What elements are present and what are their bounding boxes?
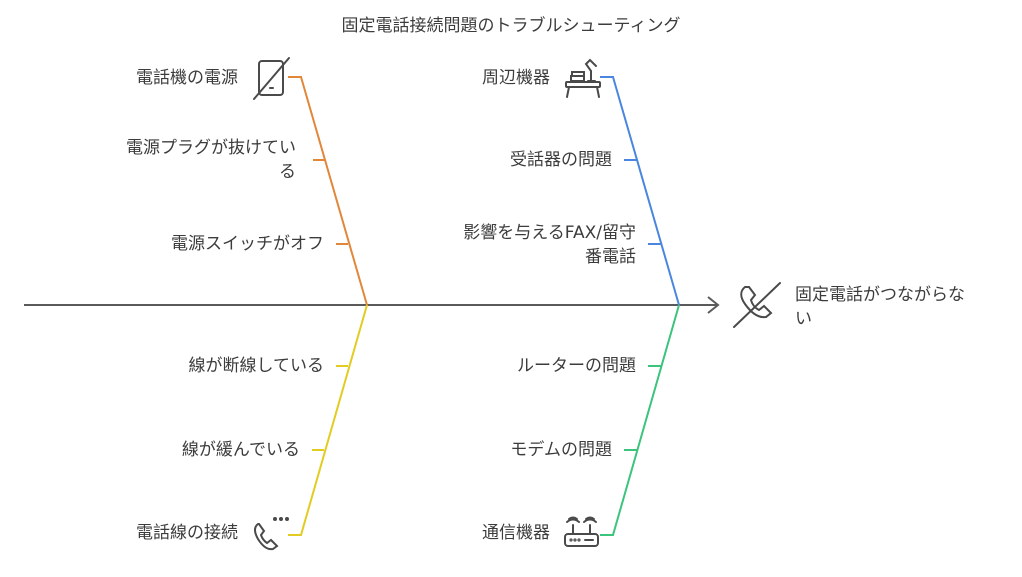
dots-icon (273, 517, 289, 521)
phone-power-off-icon (253, 57, 290, 100)
bone-peripheral (600, 76, 680, 306)
cause-power-switch: 電源スイッチがオフ (171, 234, 324, 254)
diagram-title: 固定電話接続問題のトラブルシューティング (341, 16, 681, 36)
bone-line (288, 304, 368, 536)
cause-modem: モデムの問題 (510, 440, 612, 460)
cause-fax-answering: 影響を与えるFAX/留守 番電話 (463, 223, 636, 267)
phone-call-icon (254, 523, 279, 551)
bone-network (600, 304, 680, 536)
effect-label: 固定電話がつながらな い (795, 285, 965, 329)
phone-off-icon (733, 282, 781, 328)
bone-power (288, 76, 368, 306)
cause-line-loose: 線が緩んでいる (181, 440, 300, 460)
category-line-label: 電話線の接続 (136, 523, 238, 543)
cause-line-broken: 線が断線している (188, 356, 325, 376)
category-network-label: 通信機器 (482, 523, 550, 543)
cause-power-plug: 電源プラグが抜けてい る (126, 138, 296, 182)
cause-router: ルーターの問題 (517, 356, 636, 376)
router-icon (564, 516, 599, 547)
desk-equipment-icon (565, 58, 601, 98)
category-power-label: 電話機の電源 (136, 68, 238, 88)
cause-handset: 受話器の問題 (510, 150, 612, 170)
category-peripheral-label: 周辺機器 (482, 68, 550, 88)
spine-arrowhead (707, 296, 720, 314)
